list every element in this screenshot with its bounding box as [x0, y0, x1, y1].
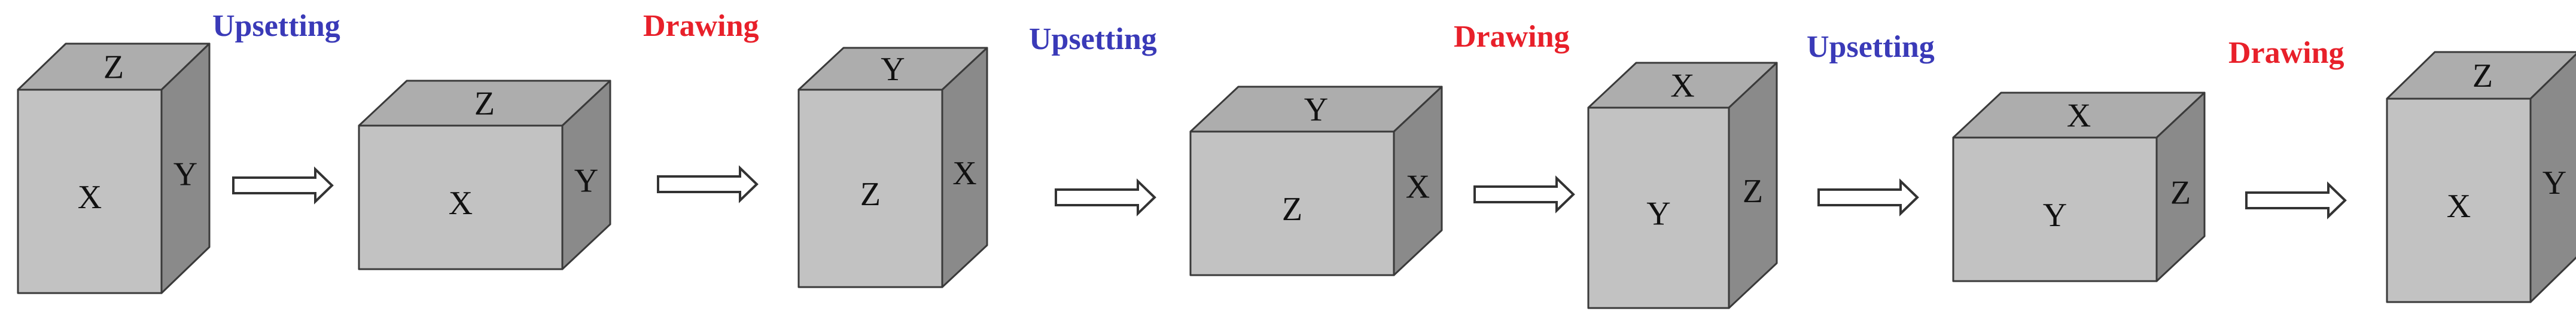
- block-1: Z X Y: [17, 42, 211, 294]
- process-arrow-icon: [232, 166, 334, 205]
- block-side-label: Y: [2542, 164, 2566, 202]
- block-front-label: Y: [2043, 197, 2067, 234]
- block-side-label: Z: [2170, 175, 2191, 212]
- operation-label-upsetting: Upsetting: [212, 9, 340, 43]
- process-arrow-icon: [657, 165, 759, 203]
- block-4: Y Z X: [1189, 86, 1443, 276]
- operation-label-drawing: Drawing: [2228, 36, 2344, 70]
- block-side-label: Y: [173, 156, 197, 193]
- block-front-face: [1189, 130, 1395, 276]
- block-front-label: X: [449, 185, 473, 222]
- block-front-face: [1952, 136, 2158, 282]
- process-arrow-icon: [1817, 178, 1919, 217]
- block-top-label: Z: [2473, 57, 2493, 95]
- block-front-label: Z: [1282, 191, 1302, 228]
- operation-label-drawing: Drawing: [643, 9, 759, 43]
- block-front-face: [17, 89, 163, 294]
- operation-label-drawing: Drawing: [1454, 20, 1570, 54]
- block-front-face: [358, 124, 564, 270]
- block-front-label: X: [2447, 188, 2471, 225]
- block-side-label: X: [1406, 169, 1430, 206]
- block-top-label: X: [1670, 68, 1694, 105]
- process-arrow-icon: [1473, 175, 1575, 214]
- block-5: X Y Z: [1587, 62, 1778, 309]
- operation-label-upsetting: Upsetting: [1807, 30, 1935, 64]
- block-side-label: X: [952, 155, 976, 192]
- block-top-label: Z: [103, 49, 124, 86]
- block-3: Y Z X: [797, 47, 988, 288]
- block-front-face: [797, 89, 943, 288]
- block-top-label: X: [2067, 97, 2091, 135]
- block-front-label: Y: [1646, 196, 1670, 233]
- process-arrow-icon: [2245, 181, 2347, 220]
- block-front-face: [1587, 106, 1730, 309]
- block-front-label: X: [78, 179, 102, 216]
- block-side-label: Z: [1743, 173, 1763, 210]
- block-front-label: Z: [860, 176, 881, 213]
- block-2: Z X Y: [358, 80, 611, 270]
- block-top-label: Y: [1304, 92, 1328, 129]
- operation-label-upsetting: Upsetting: [1029, 22, 1157, 56]
- block-front-face: [2386, 97, 2532, 303]
- block-7: Z X Y: [2386, 51, 2576, 303]
- block-top-label: Z: [474, 86, 495, 123]
- block-6: X Y Z: [1952, 92, 2206, 282]
- process-arrow-icon: [1055, 178, 1156, 217]
- block-top-label: Y: [881, 51, 905, 88]
- block-side-label: Y: [574, 163, 598, 200]
